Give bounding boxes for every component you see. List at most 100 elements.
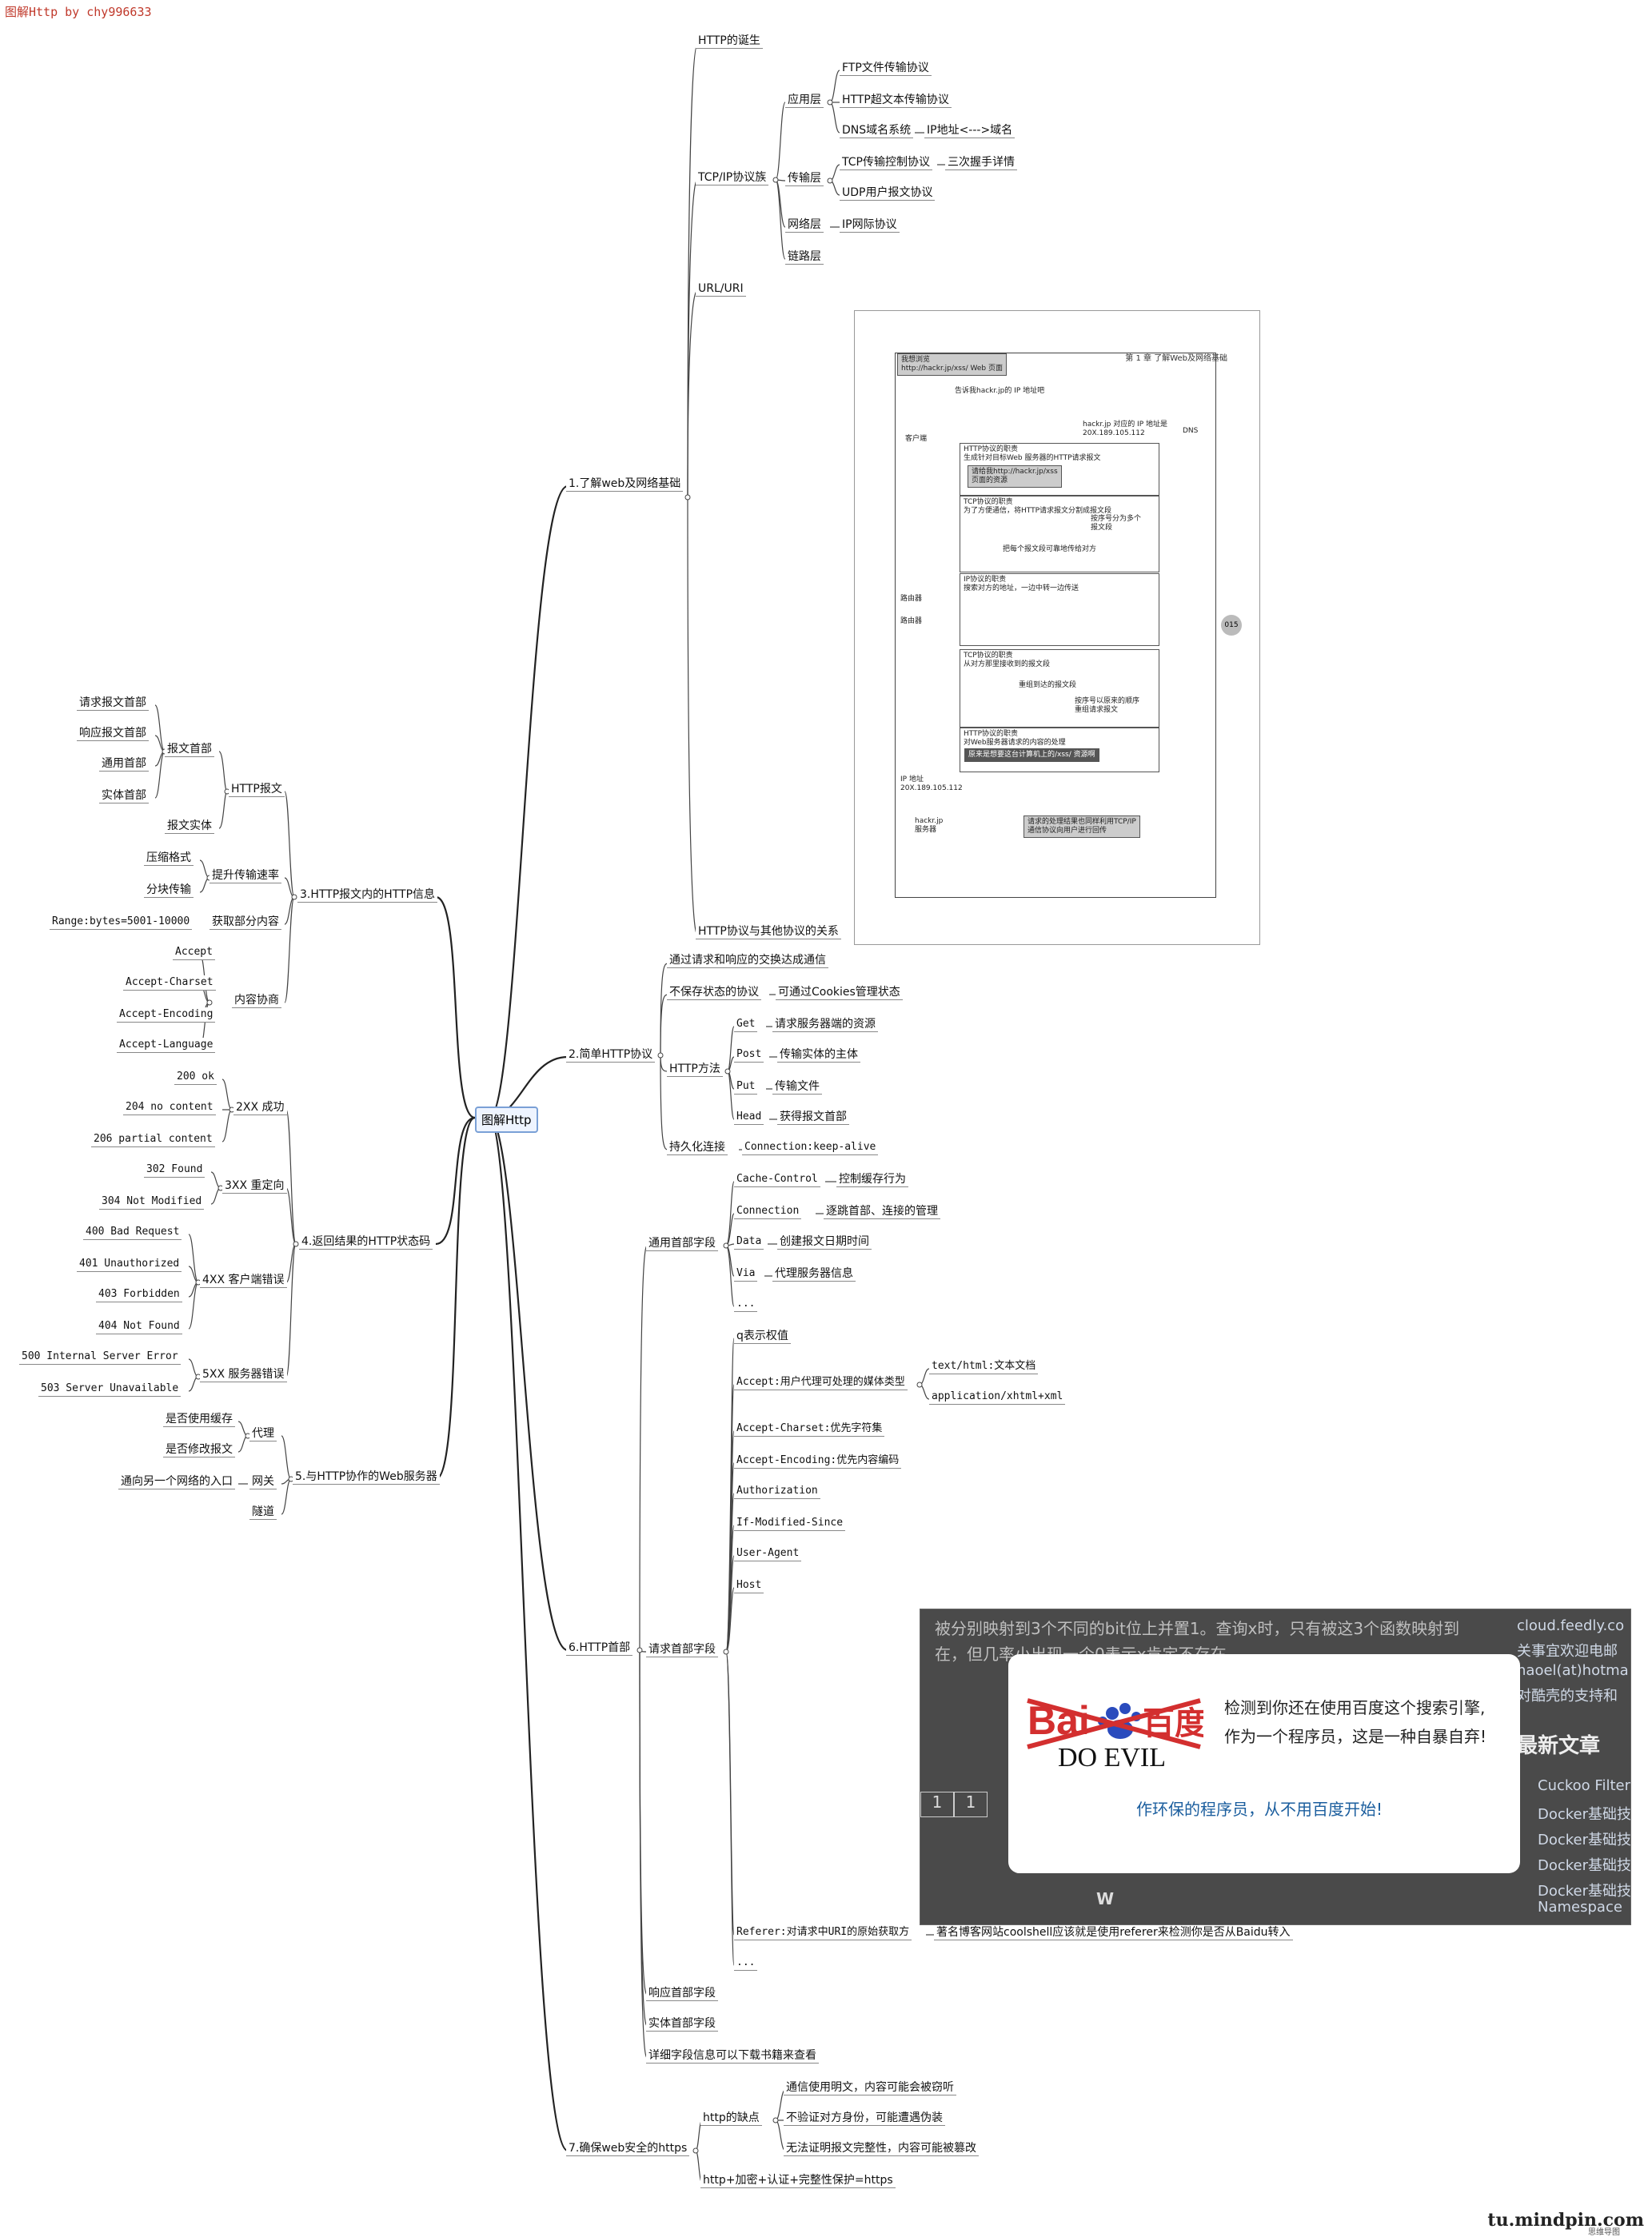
- node-tunnel[interactable]: 隧道: [249, 1505, 277, 1520]
- node-app-layer[interactable]: 应用层: [785, 93, 824, 108]
- node-if-modified-since[interactable]: If-Modified-Since: [734, 1516, 846, 1531]
- node-accept[interactable]: Accept: [173, 945, 215, 960]
- node-503[interactable]: 503 Server Unavailable: [38, 1382, 182, 1397]
- node-authorization[interactable]: Authorization: [734, 1484, 820, 1499]
- node-200[interactable]: 200 ok: [174, 1070, 217, 1085]
- node-206[interactable]: 206 partial content: [91, 1132, 215, 1147]
- node-dns[interactable]: DNS域名系统: [840, 123, 914, 138]
- node-3xx[interactable]: 3XX 重定向: [222, 1178, 287, 1194]
- node-http-flaws[interactable]: http的缺点: [700, 2111, 762, 2126]
- node-accept-encoding-field[interactable]: Accept-Encoding:优先内容编码: [734, 1453, 902, 1469]
- node-https-formula[interactable]: http+加密+认证+完整性保护=https: [700, 2173, 896, 2188]
- branch-web-server[interactable]: 5.与HTTP协作的Web服务器: [293, 1469, 440, 1485]
- node-partial[interactable]: 获取部分内容: [209, 915, 281, 930]
- branch-status-codes[interactable]: 4.返回结果的HTTP状态码: [299, 1234, 433, 1250]
- node-entity-header[interactable]: 实体首部: [99, 788, 149, 803]
- node-link-layer[interactable]: 链路层: [785, 249, 824, 265]
- node-http-methods[interactable]: HTTP方法: [667, 1062, 723, 1077]
- shot-article-5[interactable]: Docker基础技: [1538, 1883, 1631, 1900]
- node-304[interactable]: 304 Not Modified: [99, 1194, 205, 1210]
- shot-article-2[interactable]: Docker基础技: [1538, 1806, 1631, 1823]
- node-2xx[interactable]: 2XX 成功: [233, 1100, 287, 1115]
- node-referer-desc[interactable]: 著名博客网站coolshell应该就是使用referer来检测你是否从Baidu…: [934, 1925, 1293, 1940]
- node-udp[interactable]: UDP用户报文协议: [840, 185, 936, 201]
- node-post[interactable]: Post: [734, 1047, 764, 1063]
- node-head[interactable]: Head: [734, 1110, 764, 1125]
- node-q-weight[interactable]: q表示权值: [734, 1329, 791, 1344]
- branch-http-headers[interactable]: 6.HTTP首部: [566, 1641, 633, 1656]
- node-flaw-plaintext[interactable]: 通信使用明文，内容可能会被窃听: [784, 2080, 956, 2095]
- node-gateway[interactable]: 网关: [249, 1474, 277, 1489]
- node-response-header[interactable]: 响应报文首部: [77, 726, 149, 741]
- node-message-body[interactable]: 报文实体: [165, 819, 214, 834]
- node-302[interactable]: 302 Found: [144, 1162, 206, 1178]
- node-exchange[interactable]: 通过请求和响应的交换达成通信: [667, 953, 828, 968]
- node-get[interactable]: Get: [734, 1017, 758, 1032]
- node-speed-up[interactable]: 提升传输速率: [209, 868, 281, 883]
- node-url-uri[interactable]: URL/URI: [696, 281, 746, 297]
- node-host[interactable]: Host: [734, 1578, 764, 1593]
- node-handshake[interactable]: 三次握手详情: [945, 155, 1017, 170]
- node-request-fields[interactable]: 请求首部字段: [646, 1642, 718, 1657]
- node-ftp[interactable]: FTP文件传输协议: [840, 61, 932, 76]
- node-range[interactable]: Range:bytes=5001-10000: [50, 915, 193, 930]
- node-204[interactable]: 204 no content: [123, 1100, 216, 1115]
- node-accept-charset-field[interactable]: Accept-Charset:优先字符集: [734, 1422, 885, 1437]
- node-user-agent[interactable]: User-Agent: [734, 1546, 802, 1561]
- node-request-header[interactable]: 请求报文首部: [77, 696, 149, 711]
- node-cache-control[interactable]: Cache-Control: [734, 1172, 820, 1187]
- node-text-html[interactable]: text/html:文本文档: [929, 1359, 1039, 1374]
- node-404[interactable]: 404 Not Found: [96, 1319, 182, 1334]
- node-transport-layer[interactable]: 传输层: [785, 171, 824, 186]
- node-detail-fields[interactable]: 详细字段信息可以下载书籍来查看: [646, 2048, 819, 2064]
- node-referer[interactable]: Referer:对请求中URI的原始获取方: [734, 1925, 912, 1940]
- node-general-header[interactable]: 通用首部: [99, 756, 149, 772]
- node-post-desc[interactable]: 传输实体的主体: [777, 1047, 860, 1063]
- node-chunked[interactable]: 分块传输: [144, 883, 194, 898]
- node-ip[interactable]: IP网际协议: [840, 217, 900, 233]
- node-tcpip[interactable]: TCP/IP协议族: [696, 170, 769, 185]
- node-via-desc[interactable]: 代理服务器信息: [772, 1266, 856, 1282]
- node-use-cache[interactable]: 是否使用缓存: [163, 1412, 235, 1427]
- node-accept-encoding[interactable]: Accept-Encoding: [117, 1007, 216, 1023]
- node-network-layer[interactable]: 网络层: [785, 217, 824, 233]
- node-500[interactable]: 500 Internal Server Error: [19, 1350, 181, 1365]
- node-connection-desc[interactable]: 逐跳首部、连接的管理: [824, 1204, 940, 1219]
- node-general-more[interactable]: ...: [734, 1297, 758, 1312]
- node-put[interactable]: Put: [734, 1079, 758, 1095]
- node-ip-domain[interactable]: IP地址<--->域名: [924, 123, 1016, 138]
- node-protocol-relation[interactable]: HTTP协议与其他协议的关系: [696, 924, 841, 939]
- shot-article-4[interactable]: Docker基础技: [1538, 1857, 1631, 1874]
- node-response-fields[interactable]: 响应首部字段: [646, 1986, 718, 2001]
- node-accept-charset[interactable]: Accept-Charset: [123, 975, 216, 991]
- node-401[interactable]: 401 Unauthorized: [77, 1257, 182, 1272]
- root-node[interactable]: 图解Http: [475, 1107, 538, 1133]
- shot-article-1[interactable]: Cuckoo Filter: [1538, 1777, 1630, 1794]
- modal-slogan[interactable]: 作环保的程序员，从不用百度开始!: [1136, 1800, 1383, 1819]
- node-cookies[interactable]: 可通过Cookies管理状态: [776, 985, 903, 1000]
- node-data[interactable]: Data: [734, 1234, 764, 1250]
- node-keepalive[interactable]: Connection:keep-alive: [742, 1140, 879, 1155]
- node-http-birth[interactable]: HTTP的诞生: [696, 34, 763, 49]
- node-put-desc[interactable]: 传输文件: [772, 1079, 822, 1095]
- node-accept-media[interactable]: Accept:用户代理可处理的媒体类型: [734, 1375, 908, 1390]
- node-compress[interactable]: 压缩格式: [144, 851, 194, 866]
- node-flaw-identity[interactable]: 不验证对方身份，可能遭遇伪装: [784, 2111, 945, 2126]
- node-stateless[interactable]: 不保存状态的协议: [667, 985, 761, 1000]
- node-modify-message[interactable]: 是否修改报文: [163, 1442, 235, 1457]
- node-data-desc[interactable]: 创建报文日期时间: [777, 1234, 872, 1250]
- branch-https[interactable]: 7.确保web安全的https: [566, 2141, 690, 2156]
- branch-http-message[interactable]: 3.HTTP报文内的HTTP信息: [297, 887, 438, 903]
- node-get-desc[interactable]: 请求服务器端的资源: [772, 1017, 878, 1032]
- node-accept-language[interactable]: Accept-Language: [117, 1038, 216, 1053]
- branch-web-basics[interactable]: 1.了解web及网络基础: [566, 477, 684, 492]
- node-negotiation[interactable]: 内容协商: [232, 993, 281, 1008]
- node-400[interactable]: 400 Bad Request: [83, 1225, 182, 1240]
- node-connection[interactable]: Connection: [734, 1204, 802, 1219]
- branch-simple-http[interactable]: 2.简单HTTP协议: [566, 1047, 656, 1063]
- node-request-more[interactable]: ...: [734, 1956, 758, 1971]
- node-message-header[interactable]: 报文首部: [165, 742, 214, 757]
- node-head-desc[interactable]: 获得报文首部: [777, 1110, 849, 1125]
- node-proxy[interactable]: 代理: [249, 1426, 277, 1441]
- shot-article-6[interactable]: Namespace: [1538, 1899, 1622, 1916]
